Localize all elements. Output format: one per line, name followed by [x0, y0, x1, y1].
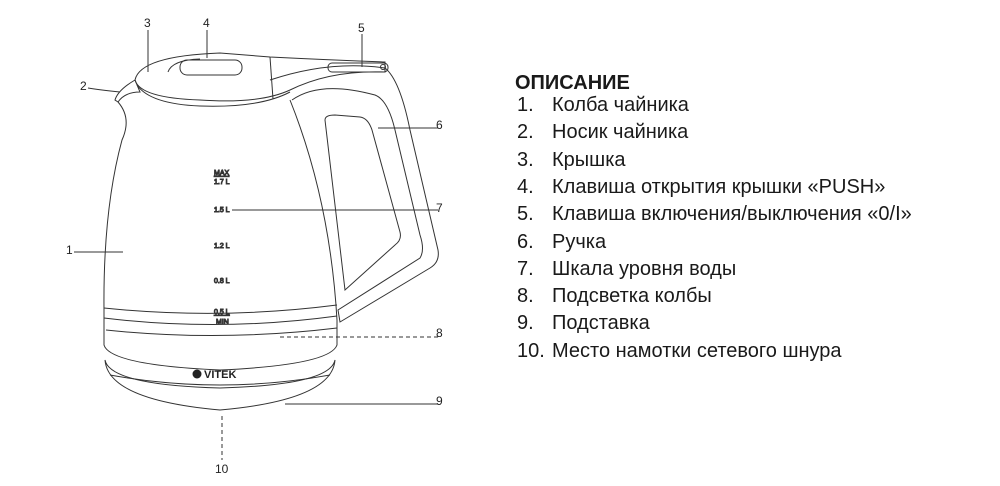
item-number: 6.	[517, 230, 534, 253]
item-number: 10.	[517, 339, 545, 362]
callout-7: 7	[436, 201, 443, 215]
description-item: 1. Колба чайника	[517, 94, 689, 117]
callout-10: 10	[215, 462, 229, 476]
description-title: ОПИСАНИЕ	[515, 72, 630, 94]
callout-3: 3	[144, 16, 151, 30]
svg-text:0.8 L: 0.8 L	[214, 278, 230, 285]
item-text: Клавиша открытия крышки «PUSH»	[552, 175, 886, 198]
callout-1: 1	[66, 243, 73, 257]
lid	[134, 52, 386, 102]
water-scale: MAX 1.7 L 1.5 L 1.2 L 0.8 L 0.5 L MIN	[214, 170, 231, 327]
kettle-body	[103, 99, 338, 371]
item-text: Колба чайника	[552, 94, 689, 116]
item-text: Носик чайника	[552, 121, 689, 144]
svg-text:0.5 L: 0.5 L	[214, 309, 230, 316]
item-number: 3.	[517, 148, 534, 171]
callout-9: 9	[436, 394, 443, 408]
item-text: Подставка	[552, 312, 650, 335]
svg-text:MIN: MIN	[216, 319, 229, 326]
callout-5: 5	[358, 21, 365, 35]
svg-text:MAX: MAX	[214, 170, 230, 177]
svg-text:1.2 L: 1.2 L	[214, 243, 230, 250]
description-item: 5. Клавиша включения/выключения «0/I»	[517, 203, 912, 226]
svg-text:1.5 L: 1.5 L	[214, 207, 230, 214]
callout-4: 4	[203, 16, 210, 30]
svg-text:1.7 L: 1.7 L	[214, 179, 230, 186]
description-item: 2. Носик чайника	[517, 121, 688, 144]
item-number: 5.	[517, 203, 534, 226]
stand	[104, 359, 336, 411]
description-item: 9. Подставка	[517, 312, 650, 335]
item-number: 7.	[517, 257, 534, 280]
dashed-leaders	[221, 336, 438, 460]
callout-2: 2	[80, 79, 87, 93]
callout-6: 6	[436, 118, 443, 132]
description-item: 3. Крышка	[517, 149, 626, 172]
item-text: Ручка	[552, 230, 607, 253]
item-text: Подсветка колбы	[552, 285, 712, 308]
item-text: Место намотки сетевого шнура	[552, 339, 842, 362]
item-number: 4.	[517, 175, 534, 198]
item-text: Шкала уровня воды	[552, 257, 737, 280]
item-number: 9.	[517, 312, 534, 335]
description-item: 4. Клавиша открытия крышки «PUSH»	[517, 176, 885, 199]
description-item: 8. Подсветка колбы	[517, 285, 712, 308]
power-switch	[327, 62, 389, 73]
callout-8: 8	[436, 326, 443, 340]
description-item: 6. Ручка	[517, 231, 606, 254]
spout	[114, 79, 141, 103]
item-text: Клавиша включения/выключения «0/I»	[552, 203, 912, 226]
handle	[269, 65, 439, 323]
brand-logo: VITEK	[204, 369, 236, 381]
item-number: 2.	[517, 121, 534, 144]
description-item: 7. Шкала уровня воды	[517, 258, 736, 281]
description-item: 10. Место намотки сетевого шнура	[517, 340, 842, 363]
item-number: 1.	[517, 94, 534, 116]
push-button	[179, 59, 243, 76]
leader-lines	[74, 30, 438, 405]
item-number: 8.	[517, 285, 534, 308]
handle-window	[324, 114, 401, 292]
item-text: Крышка	[552, 148, 626, 171]
